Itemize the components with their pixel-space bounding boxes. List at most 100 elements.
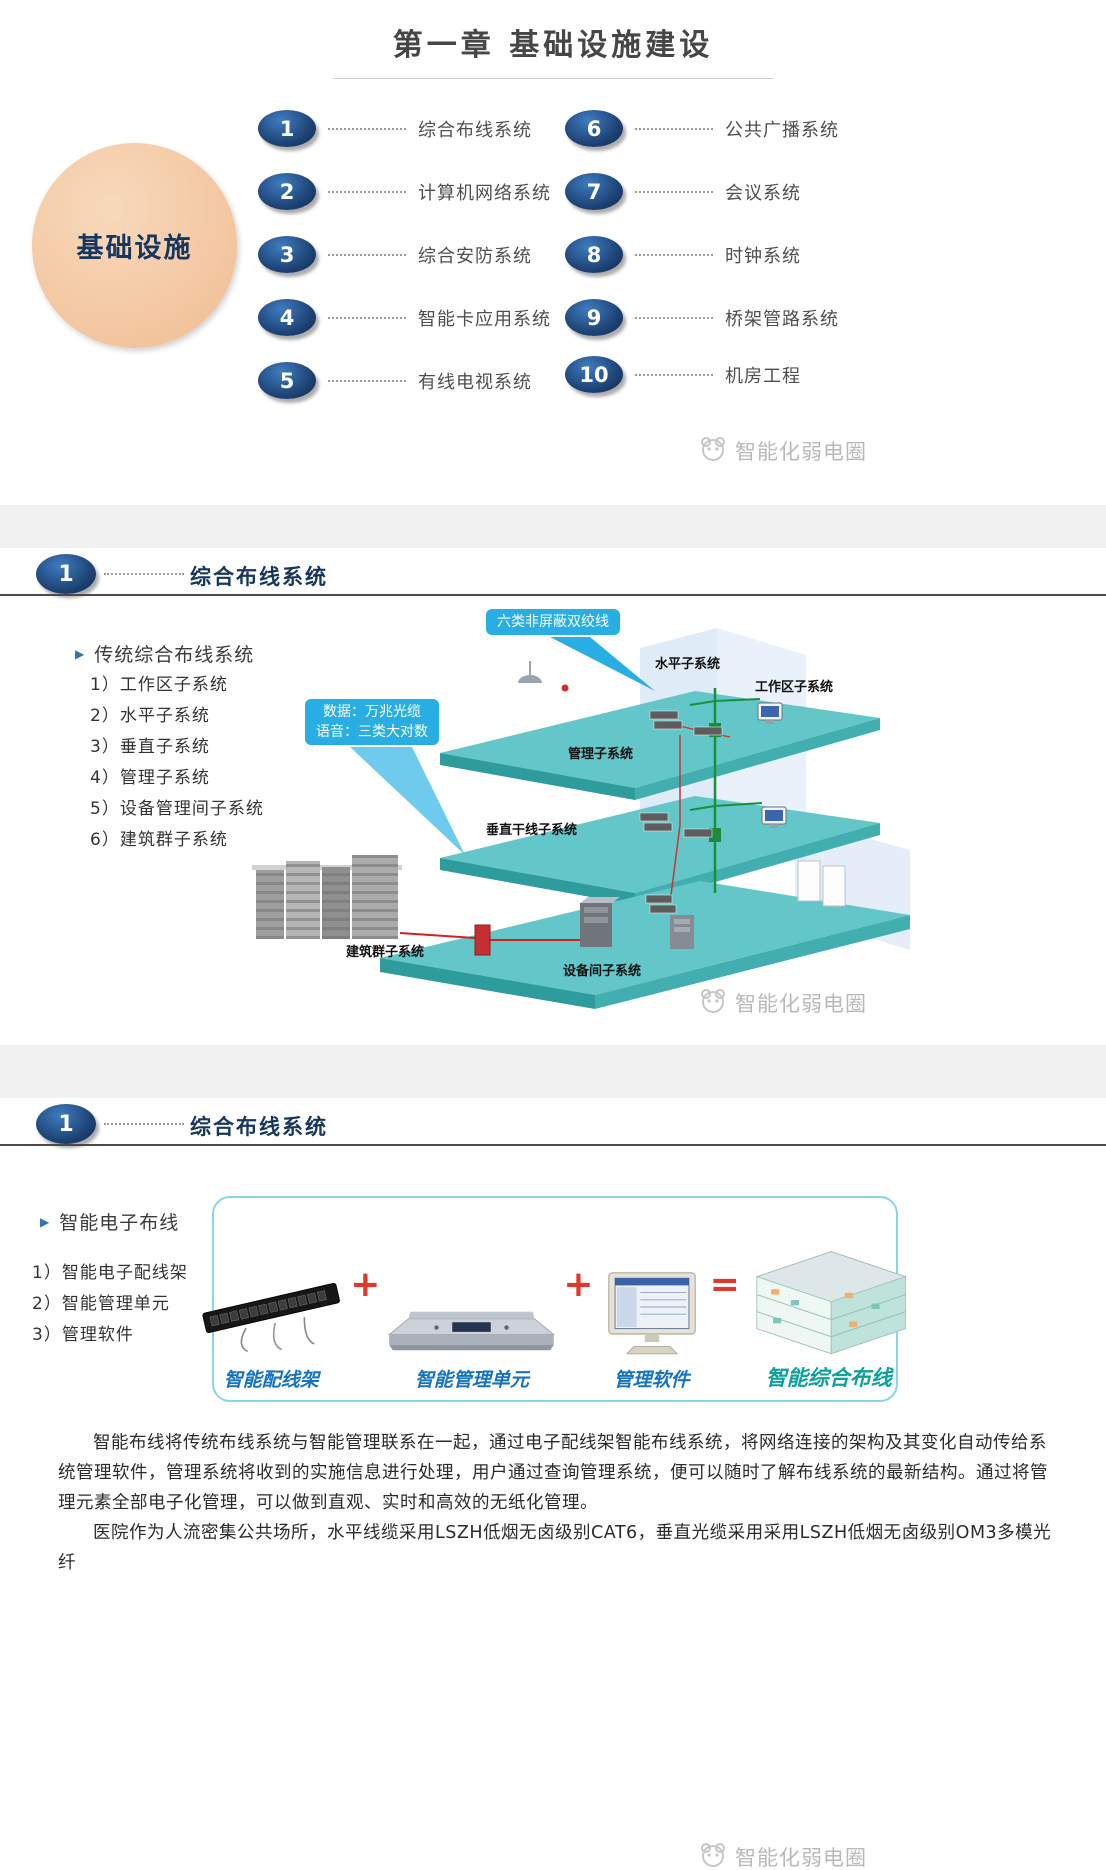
dotted-connector xyxy=(328,253,406,256)
system-label: 机房工程 xyxy=(725,365,801,387)
list-item: 2）智能管理单元 xyxy=(32,1294,170,1314)
label-vertical-subsystem: 垂直干线子系统 xyxy=(486,823,578,838)
slide-separator xyxy=(0,1045,1106,1098)
paragraph: 医院作为人流密集公共场所，水平线缆采用LSZH低烟无卤级别CAT6，垂直光缆采用… xyxy=(58,1523,1052,1573)
system-list-item: 4 智能卡应用系统 xyxy=(258,299,551,336)
section-title: 综合布线系统 xyxy=(190,565,328,589)
label-horizontal-subsystem: 水平子系统 xyxy=(655,657,721,672)
label-workarea-subsystem: 工作区子系统 xyxy=(755,680,834,695)
slide-traditional-cabling: 1 综合布线系统 ▶ 传统综合布线系统 1）工作区子系统 2）水平子系统 3）垂… xyxy=(0,548,1106,1045)
dotted-connector xyxy=(104,573,184,575)
plus-sign: + xyxy=(350,1263,381,1305)
number-badge: 6 xyxy=(565,110,623,147)
infrastructure-circle: 基础设施 xyxy=(32,143,237,348)
dotted-connector xyxy=(328,379,406,382)
equipment-cabinets-graphic xyxy=(580,897,694,949)
watermark-logo-icon xyxy=(698,1842,728,1870)
dotted-connector xyxy=(328,127,406,130)
triangle-bullet-icon: ▶ xyxy=(40,1214,51,1229)
smart-cabling-figure: 智能配线架 + 智能管理单元 + xyxy=(202,1196,907,1402)
number-badge: 7 xyxy=(565,173,623,210)
plus-sign: + xyxy=(563,1263,594,1305)
management-unit-label: 智能管理单元 xyxy=(414,1369,529,1391)
dotted-connector xyxy=(635,373,713,376)
watermark-text: 智能化弱电圈 xyxy=(735,1846,867,1870)
dotted-connector xyxy=(635,190,713,193)
smart-building-graphic xyxy=(755,1251,907,1355)
dotted-connector xyxy=(635,127,713,130)
number-badge: 2 xyxy=(258,173,316,210)
system-label: 综合布线系统 xyxy=(418,119,532,141)
triangle-bullet-icon: ▶ xyxy=(75,646,86,661)
list-item: 3）管理软件 xyxy=(32,1325,134,1345)
subsection-heading-label: 智能电子布线 xyxy=(59,1212,180,1234)
body-text: 智能布线将传统布线系统与智能管理联系在一起，通过电子配线架智能布线系统，将网络连… xyxy=(58,1428,1053,1578)
section-number-badge: 1 xyxy=(36,554,96,594)
subsection-heading: ▶ 智能电子布线 xyxy=(40,1208,179,1235)
watermark-text: 智能化弱电圈 xyxy=(735,440,867,464)
system-label: 智能卡应用系统 xyxy=(418,308,551,330)
software-figure: 管理软件 xyxy=(598,1206,706,1392)
number-badge: 8 xyxy=(565,236,623,273)
patch-panel-figure: 智能配线架 xyxy=(196,1206,346,1392)
callout-backbone-cable: 数据：万兆光缆 语音：三类大对数 xyxy=(305,699,439,745)
system-label: 时钟系统 xyxy=(725,245,801,267)
dotted-connector xyxy=(635,316,713,319)
dotted-connector xyxy=(635,253,713,256)
management-unit-figure: 智能管理单元 xyxy=(384,1206,559,1392)
list-item: 5）设备管理间子系统 xyxy=(90,799,264,819)
number-badge: 5 xyxy=(258,362,316,399)
watermark: 智能化弱电圈 xyxy=(698,436,867,466)
chapter-title-wrap: 第一章 基础设施建设 xyxy=(0,0,1106,79)
label-campus-subsystem: 建筑群子系统 xyxy=(346,945,425,960)
list-item: 3）垂直子系统 xyxy=(90,737,210,757)
cabling-system-diagram: 六类非屏蔽双绞线 数据：万兆光缆 语音：三类大对数 水平子系统 工作区子系统 管… xyxy=(250,603,910,1023)
patch-panel-graphic xyxy=(202,1282,341,1353)
section-divider xyxy=(0,1144,1106,1146)
list-item: 4）管理子系统 xyxy=(90,768,210,788)
number-badge: 9 xyxy=(565,299,623,336)
equals-sign: = xyxy=(709,1263,740,1305)
section-divider xyxy=(0,594,1106,596)
smart-cabling-result-label: 智能综合布线 xyxy=(765,1366,892,1390)
number-badge: 1 xyxy=(258,110,316,147)
number-badge: 4 xyxy=(258,299,316,336)
watermark-logo-icon xyxy=(698,988,728,1018)
system-list-item: 2 计算机网络系统 xyxy=(258,173,551,210)
cabling-diagram-graphic xyxy=(252,628,910,1009)
system-list-item: 8 时钟系统 xyxy=(565,236,801,273)
label-management-subsystem: 管理子系统 xyxy=(568,747,634,762)
list-item: 1）工作区子系统 xyxy=(90,675,228,695)
list-item: 6）建筑群子系统 xyxy=(90,830,228,850)
management-unit-graphic xyxy=(388,1311,556,1351)
system-label: 桥架管路系统 xyxy=(725,308,839,330)
watermark-logo-icon xyxy=(698,436,728,466)
smart-cabling-list: 1）智能电子配线架 2）智能管理单元 3）管理软件 xyxy=(32,1258,188,1351)
system-list-item: 10 机房工程 xyxy=(565,356,801,393)
system-label: 综合安防系统 xyxy=(418,245,532,267)
watermark: 智能化弱电圈 xyxy=(698,1842,867,1870)
callout-data-line: 数据：万兆光缆 xyxy=(323,704,421,720)
callout-utp-cable-text: 六类非屏蔽双绞线 xyxy=(497,614,609,630)
system-label: 计算机网络系统 xyxy=(418,182,551,204)
smart-building-figure: 智能综合布线 xyxy=(744,1206,914,1392)
paragraph: 智能布线将传统布线系统与智能管理联系在一起，通过电子配线架智能布线系统，将网络连… xyxy=(58,1433,1048,1513)
chapter-title: 第一章 基础设施建设 xyxy=(332,20,774,79)
watermark-text: 智能化弱电圈 xyxy=(735,992,867,1016)
callout-voice-line: 语音：三类大对数 xyxy=(316,724,428,740)
section-number-badge: 1 xyxy=(36,1104,96,1144)
infrastructure-circle-label: 基础设施 xyxy=(76,233,193,264)
dotted-connector xyxy=(328,316,406,319)
dotted-connector xyxy=(104,1123,184,1125)
patch-panel-label: 智能配线架 xyxy=(223,1369,319,1391)
watermark: 智能化弱电圈 xyxy=(698,988,867,1018)
slide-smart-cabling: 1 综合布线系统 ▶ 智能电子布线 1）智能电子配线架 2）智能管理单元 3）管… xyxy=(0,1098,1106,1870)
list-item: 1）智能电子配线架 xyxy=(32,1263,188,1283)
system-label: 公共广播系统 xyxy=(725,119,839,141)
system-list-item: 5 有线电视系统 xyxy=(258,362,532,399)
list-item: 2）水平子系统 xyxy=(90,706,210,726)
dotted-connector xyxy=(328,190,406,193)
system-list-item: 7 会议系统 xyxy=(565,173,801,210)
system-label: 会议系统 xyxy=(725,182,801,204)
